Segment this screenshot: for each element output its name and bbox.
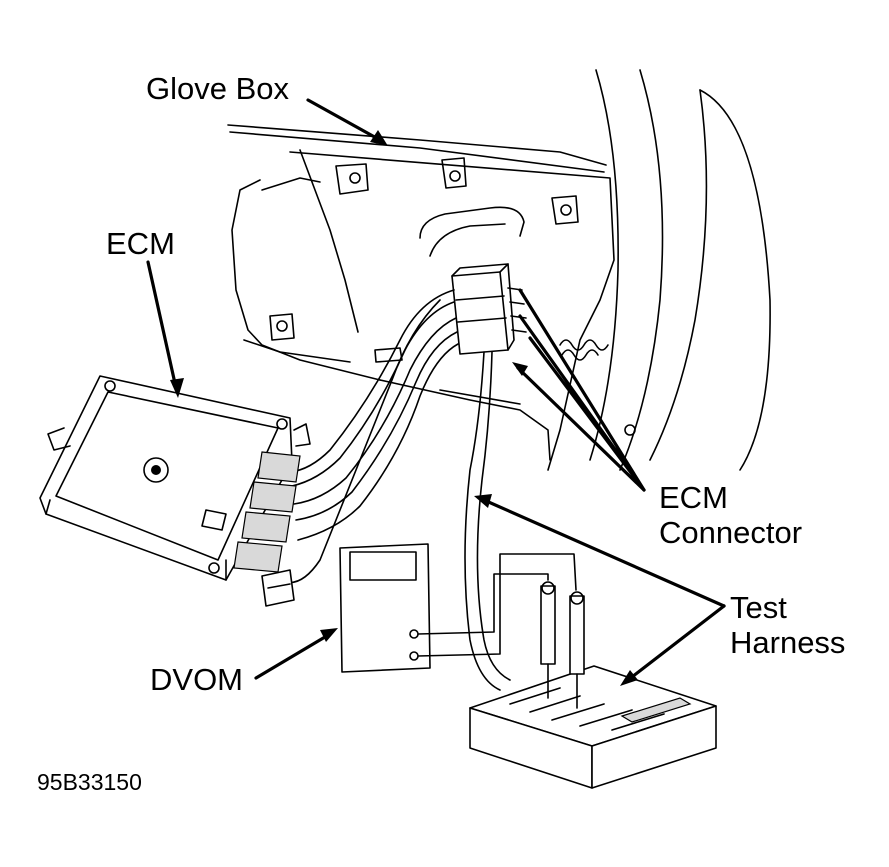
test-harness-label-line2: Harness xyxy=(730,625,845,660)
dvom-meter xyxy=(339,543,577,673)
ecm-connector xyxy=(451,263,527,355)
glove-box-label: Glove Box xyxy=(146,71,290,106)
ecm-connector-label-line2: Connector xyxy=(659,515,802,550)
test-harness-label-line1: Test xyxy=(730,590,787,625)
test-harness-box xyxy=(469,581,717,789)
ecm-module xyxy=(39,375,311,581)
leader-lines xyxy=(146,98,726,686)
dvom-label: DVOM xyxy=(150,662,243,697)
ecm-connector-label-line1: ECM xyxy=(659,480,728,515)
dashboard-glove-box xyxy=(227,69,771,471)
ecm-label: ECM xyxy=(106,226,175,261)
figure-code: 95B33150 xyxy=(37,769,142,795)
wiring-harness xyxy=(261,289,511,691)
